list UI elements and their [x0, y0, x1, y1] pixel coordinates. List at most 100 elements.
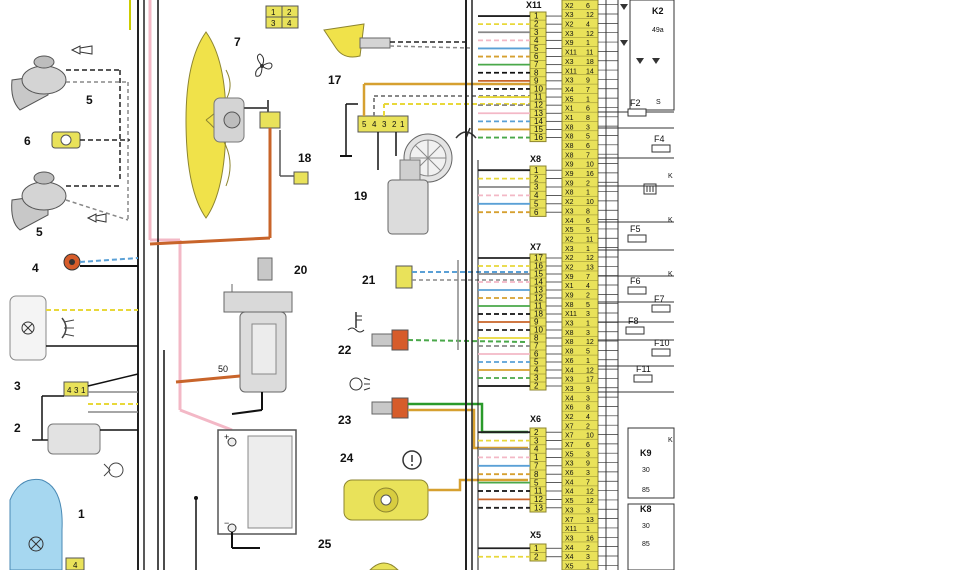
diode-icon — [620, 4, 660, 64]
starter-terminal-label: 50 — [218, 364, 228, 374]
svg-text:1: 1 — [400, 120, 405, 129]
fuse-label: F2 — [630, 98, 641, 108]
label-24: 24 — [340, 451, 354, 465]
switch-6 — [51, 131, 130, 149]
block-connector-label: X4 — [565, 395, 574, 402]
block-connector-label: X3 — [565, 377, 574, 384]
block-pin-label: 8 — [586, 208, 590, 215]
bottom-left-connector: 4 — [65, 557, 85, 570]
block-pin-label: 4 — [586, 22, 590, 29]
svg-text:4: 4 — [67, 386, 72, 395]
block-pin-label: 7 — [586, 274, 590, 281]
label-5-upper: 5 — [86, 93, 93, 107]
label-4: 4 — [32, 261, 39, 275]
block-pin-label: 6 — [586, 3, 590, 10]
connector-pin: 3 — [534, 436, 539, 445]
block-connector-label: X3 — [565, 507, 574, 514]
coolant-temp-icon — [347, 312, 365, 333]
block-pin-label: 1 — [586, 526, 590, 533]
block-connector-label: X3 — [565, 535, 574, 542]
block-pin-label: 1 — [586, 321, 590, 328]
block-pin-label: 10 — [586, 433, 594, 440]
block-pin-label: 12 — [586, 255, 594, 262]
temp-sensor-22 — [371, 329, 529, 351]
fuse — [651, 304, 671, 313]
connector-pin: 6 — [534, 208, 539, 217]
block-connector-label: X2 — [565, 236, 574, 243]
relay-k8-label: K8 — [640, 504, 652, 514]
connector-pin: 5 — [534, 200, 539, 209]
block-connector-label: X11 — [565, 68, 577, 75]
svg-text:3: 3 — [271, 19, 276, 28]
block-pin-label: 5 — [586, 227, 590, 234]
block-pin-label: 12 — [586, 12, 594, 19]
connector-pin: 6 — [534, 350, 539, 359]
svg-text:5: 5 — [362, 120, 367, 129]
battery-25 — [194, 429, 297, 570]
block-pin-label: 3 — [586, 311, 590, 318]
block-connector-label: X3 — [565, 31, 574, 38]
block-pin-label: 10 — [586, 199, 594, 206]
fuse — [627, 108, 647, 117]
block-pin-label: 7 — [586, 87, 590, 94]
block-pin-label: 16 — [586, 535, 594, 542]
block-connector-label: X7 — [565, 423, 574, 430]
block-connector-label: X7 — [565, 517, 574, 524]
block-pin-label: 18 — [586, 59, 594, 66]
fan-icon — [255, 53, 273, 77]
block-connector-label: X5 — [565, 227, 574, 234]
block-connector-label: X3 — [565, 208, 574, 215]
relay-letter: K — [668, 437, 673, 444]
fan-connector: 1 2 3 4 — [265, 5, 299, 29]
block-pin-label: 12 — [586, 31, 594, 38]
svg-text:X7: X7 — [530, 242, 541, 252]
wiper-motor-connector: 5 4 3 2 1 — [340, 82, 530, 170]
connector-pin: 12 — [534, 101, 543, 110]
connector-pin: 13 — [534, 504, 543, 513]
battery-plus: + — [224, 432, 229, 442]
block-connector-label: X2 — [565, 264, 574, 271]
label-18: 18 — [298, 151, 312, 165]
k2-terminal-label: 49a — [652, 27, 664, 34]
block-pin-label: 5 — [586, 134, 590, 141]
block-connector-label: X6 — [565, 405, 574, 412]
block-pin-label: 8 — [586, 115, 590, 122]
block-pin-label: 4 — [586, 283, 590, 290]
block-connector-label: X3 — [565, 246, 574, 253]
radiator-fan-7 — [149, 31, 281, 246]
windshield-washer-17 — [323, 23, 471, 58]
connector-pin: 13 — [534, 109, 543, 118]
block-pin-label: 1 — [586, 40, 590, 47]
starter-20 — [175, 257, 293, 415]
block-pin-label: 5 — [586, 302, 590, 309]
block-pin-label: 3 — [586, 470, 590, 477]
block-connector-label: X9 — [565, 293, 574, 300]
block-connector-label: X3 — [565, 461, 574, 468]
connector-pin: 14 — [534, 278, 543, 287]
battery-minus: − — [224, 518, 229, 528]
fuse-label: F4 — [654, 134, 665, 144]
block-connector-label: X9 — [565, 171, 574, 178]
label-3: 3 — [14, 379, 21, 393]
svg-text:4: 4 — [73, 561, 78, 570]
block-pin-label: 11 — [586, 50, 593, 57]
block-connector-label: X3 — [565, 78, 574, 85]
fog-light-3 — [9, 295, 138, 361]
block-connector-label: X6 — [565, 470, 574, 477]
label-25: 25 — [318, 537, 332, 551]
label-6: 6 — [24, 134, 31, 148]
block-connector-label: X8 — [565, 143, 574, 150]
block-connector-label: X8 — [565, 190, 574, 197]
connector-pin: 4 — [534, 36, 539, 45]
connector-pin: 11 — [534, 487, 543, 496]
warning-icon — [402, 450, 422, 470]
block-connector-label: X4 — [565, 87, 574, 94]
block-connector-label: X5 — [565, 451, 574, 458]
fuse-label: F6 — [630, 276, 641, 286]
block-connector-label: X2 — [565, 414, 574, 421]
relay-letter: K — [668, 217, 673, 224]
svg-text:3: 3 — [74, 386, 79, 395]
connector-pin: 5 — [534, 478, 539, 487]
